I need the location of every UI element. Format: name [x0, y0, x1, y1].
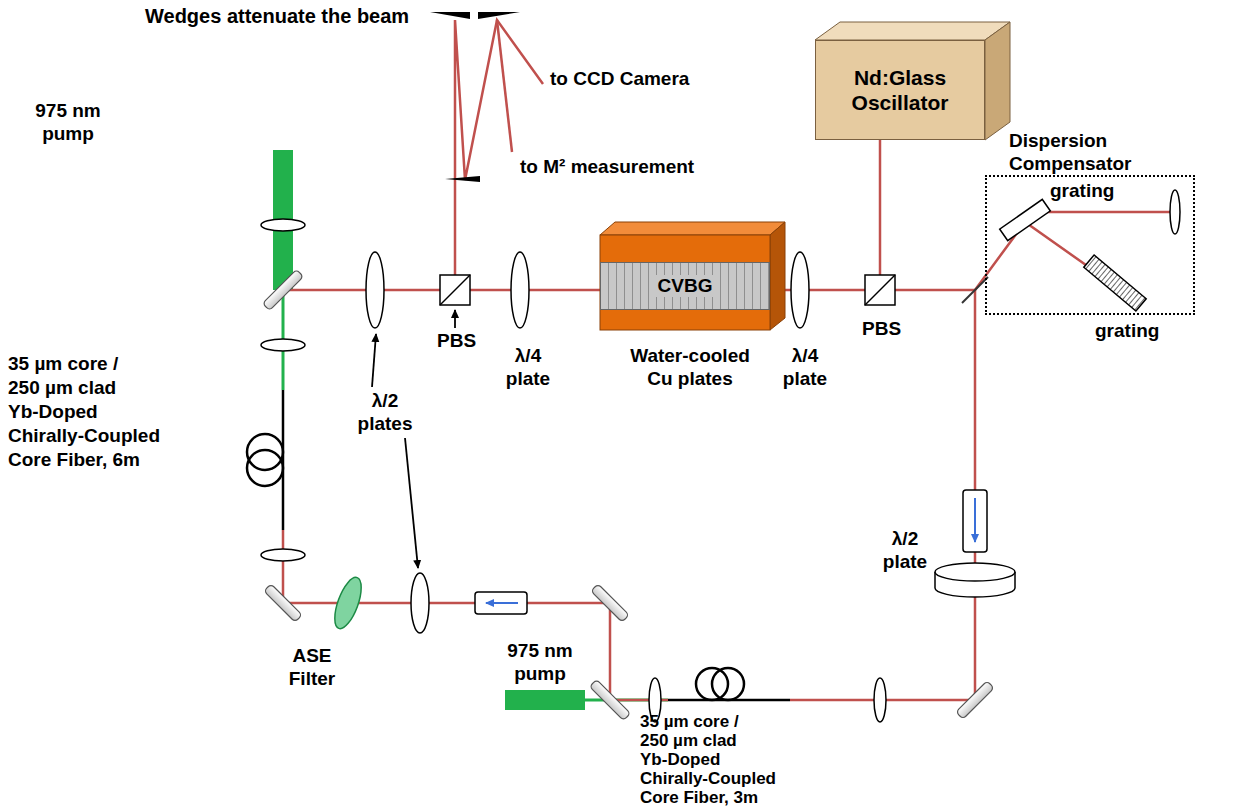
fiber-label: 35 µm core / 250 µm clad Yb-Doped Chiral… [8, 352, 160, 472]
grating-label: grating [1050, 180, 1114, 203]
beam-label: to M² measurement [520, 156, 694, 179]
waveplate-label: λ/2 plate [883, 528, 927, 574]
box-label: CVBG [654, 275, 717, 298]
beam-label: to CCD Camera [550, 68, 689, 91]
fiber-label: 35 µm core / 250 µm clad Yb-Doped Chiral… [640, 712, 776, 807]
filter-label: ASE Filter [289, 645, 335, 691]
grating-label: grating [1095, 320, 1159, 343]
caption-note: Wedges attenuate the beam [145, 4, 409, 28]
oscillator-box: Nd:Glass Oscillator [815, 40, 985, 140]
waveplate-label: λ/2 plates [358, 390, 413, 436]
pbs-label: PBS [862, 318, 901, 341]
compensator-box: Dispersion Compensator [985, 175, 1195, 315]
pump-label: 975 nm pump [35, 100, 100, 146]
pbs-label: PBS [437, 330, 476, 353]
waveplate-label: λ/4 plate [506, 345, 550, 391]
box-label: Nd:Glass Oscillator [852, 65, 949, 115]
waveplate-label: λ/4 plate [783, 345, 827, 391]
cvbg-crystal: CVBG [600, 262, 770, 310]
pump-label: 975 nm pump [507, 640, 572, 686]
mount-label: Water-cooled Cu plates [630, 345, 750, 391]
box-heading: Dispersion Compensator [1009, 130, 1131, 176]
